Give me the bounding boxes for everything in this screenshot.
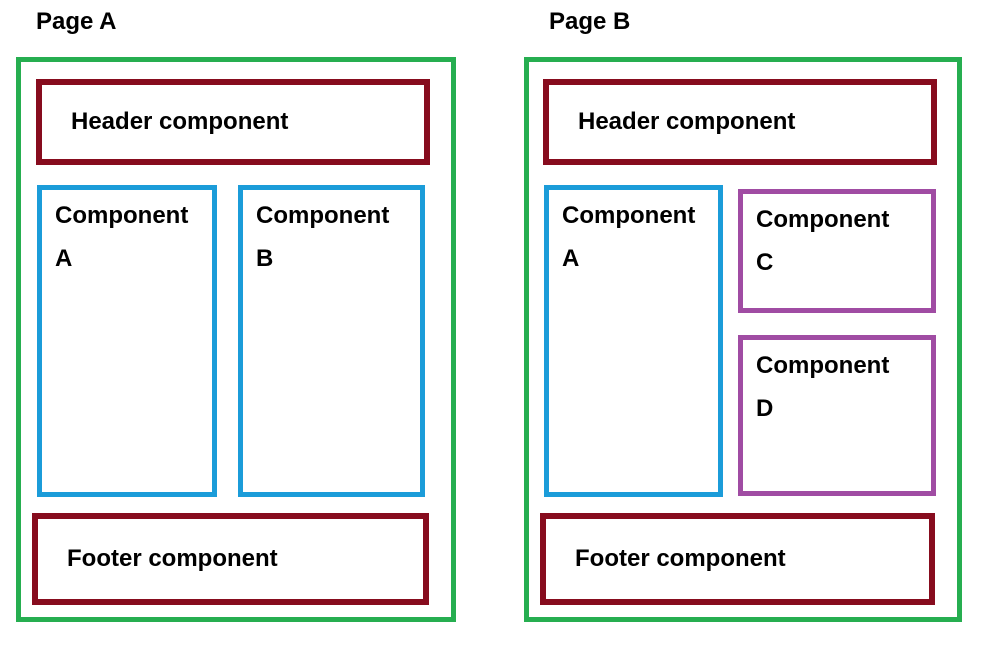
page-a-header-component: Header component <box>36 79 430 165</box>
page-a-component-a-label: Component A <box>55 202 189 272</box>
page-a-component-b-label: Component B <box>256 202 390 272</box>
page-a-header-label: Header component <box>71 108 289 135</box>
page-a-footer-component: Footer component <box>32 513 429 605</box>
page-a-title: Page A <box>36 8 117 35</box>
page-b-component-a-box: Component A <box>544 185 723 497</box>
page-b-component-d-label: Component D <box>756 352 890 422</box>
page-b-component-a-label: Component A <box>562 202 696 272</box>
page-b-outline: Header component Component A Component C… <box>524 57 962 622</box>
page-b-component-d-box: Component D <box>738 335 936 496</box>
page-a-section: Page A Header component Component A Comp… <box>16 0 456 645</box>
page-b-footer-component: Footer component <box>540 513 935 605</box>
page-b-header-component: Header component <box>543 79 937 165</box>
page-b-footer-label: Footer component <box>575 545 786 572</box>
page-b-section: Page B Header component Component A Comp… <box>524 0 962 645</box>
page-b-header-label: Header component <box>578 108 796 135</box>
page-b-component-c-box: Component C <box>738 189 936 313</box>
page-a-component-a-box: Component A <box>37 185 217 497</box>
page-b-title: Page B <box>549 8 631 35</box>
page-b-component-c-label: Component C <box>756 206 890 276</box>
page-a-component-b-box: Component B <box>238 185 425 497</box>
page-a-footer-label: Footer component <box>67 545 278 572</box>
page-a-outline: Header component Component A Component B… <box>16 57 456 622</box>
